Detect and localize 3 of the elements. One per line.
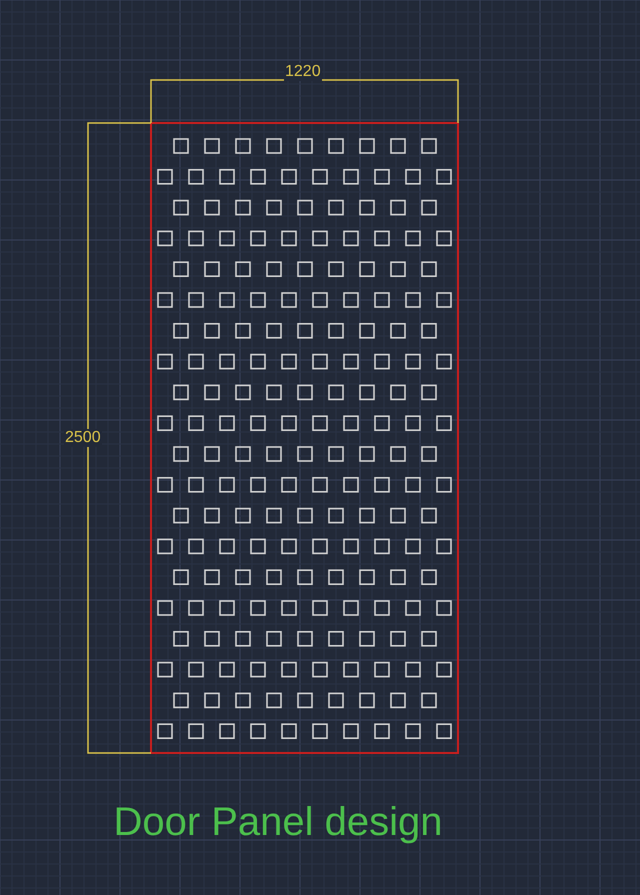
dimension-text: 1220	[284, 63, 322, 81]
diagram-title: Door Panel design	[112, 799, 444, 846]
dimension-text: 2500	[64, 429, 102, 447]
